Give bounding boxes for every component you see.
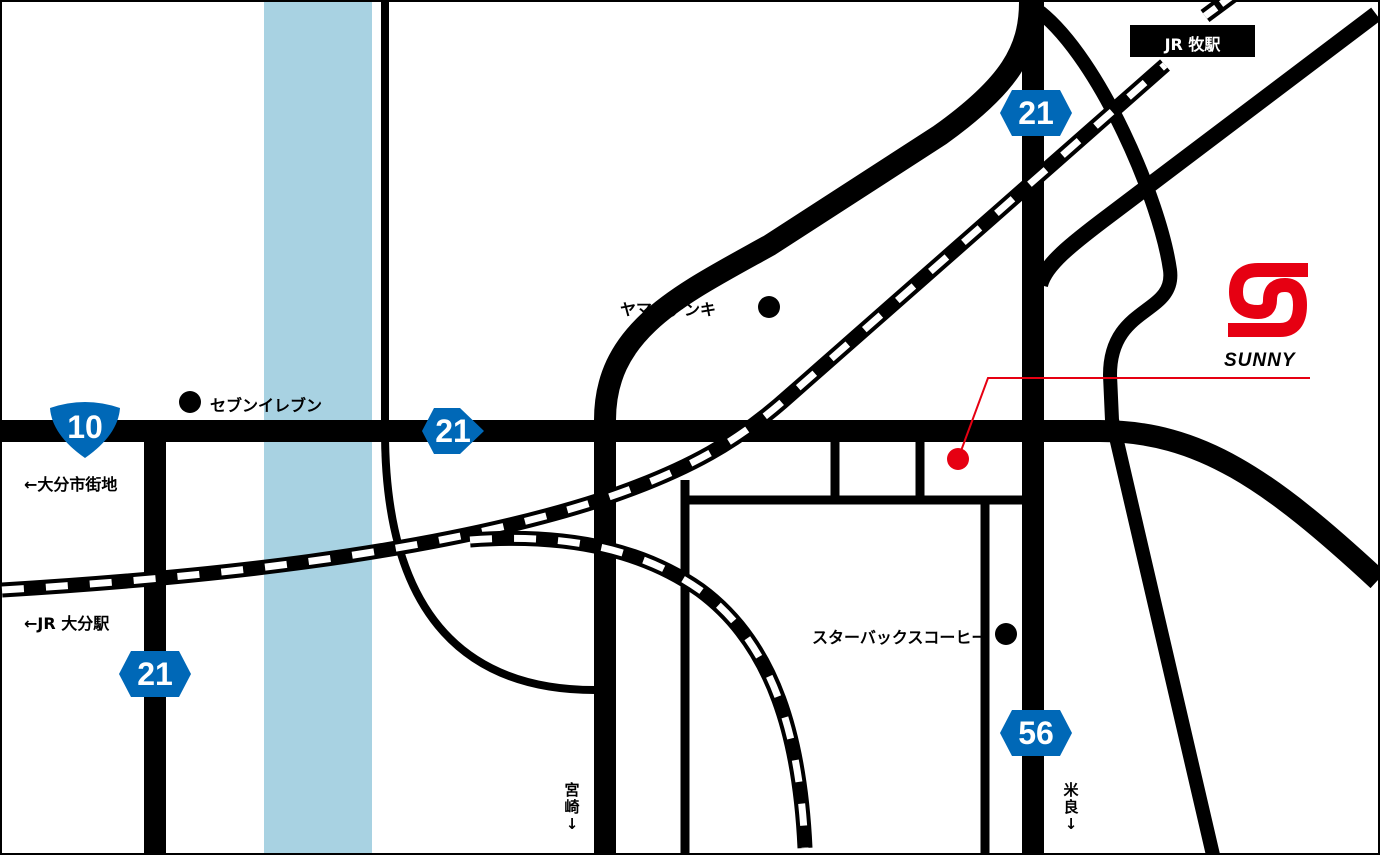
destination-marker — [947, 448, 969, 470]
direction-city: ←大分市街地 — [24, 475, 118, 494]
direction-oita-station: ←JR 大分駅 — [24, 614, 110, 633]
route-10-shield-shape — [50, 402, 120, 458]
road-route21-curve — [594, 1, 1041, 855]
landmark-dot-seven — [179, 391, 201, 413]
sunny-logo-text: SUNNY — [1224, 350, 1296, 371]
route-21-sign-north: 21 — [1018, 95, 1054, 131]
sunny-logo-mark — [1228, 263, 1308, 337]
direction-mera: 米良↓ — [1063, 781, 1079, 833]
landmark-yamada-denki: ヤマダデンキ — [620, 300, 717, 319]
route-21-sign-west: 21 — [137, 656, 173, 692]
landmark-dot-starbucks — [995, 623, 1017, 645]
direction-miyazaki: 宮崎↓ — [564, 781, 580, 833]
road-curve-south — [381, 430, 596, 694]
route-56-sign: 56 — [1018, 715, 1054, 751]
route-21-sign-center: 21 — [435, 413, 471, 449]
station-box — [1130, 25, 1255, 57]
road-diagonal — [1032, 7, 1380, 288]
destination-pointer-line — [957, 377, 1310, 460]
route-10-sign: 10 — [67, 409, 103, 445]
station-label: JR 牧駅 — [1164, 35, 1221, 54]
landmark-starbucks: スターバックスコーヒー — [812, 628, 988, 647]
landmark-seven-eleven: セブンイレブン — [210, 396, 323, 415]
route-hexagons — [119, 90, 1072, 756]
road-east-curve — [1035, 6, 1220, 855]
landmark-dot-yamada — [758, 296, 780, 318]
main-road — [2, 420, 1380, 589]
